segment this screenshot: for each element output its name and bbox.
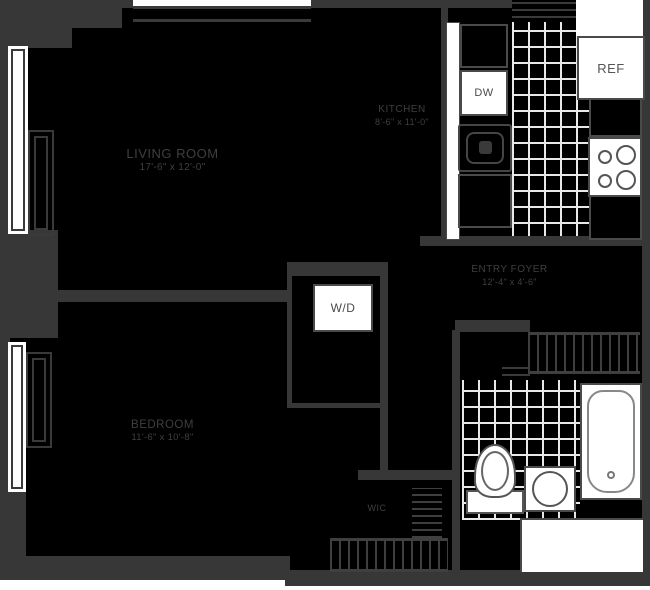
window-living-sill	[28, 130, 54, 236]
window-kitchen-top	[512, 0, 577, 22]
bedroom-dims: 11'-6" x 10'-8"	[131, 432, 194, 444]
bathroom-door-opening	[520, 518, 643, 572]
bathtub	[580, 383, 642, 500]
foyer-label: ENTRY FOYER 12'-4" x 4'-6"	[452, 264, 567, 288]
wall-right	[642, 0, 650, 586]
window-top	[133, 0, 311, 27]
window-bedroom-sill-inner	[32, 358, 46, 442]
bathroom-sink-basin	[532, 471, 568, 507]
entry-closet-shelves	[412, 488, 442, 538]
kitchen-sink	[458, 124, 512, 172]
wic-name: WIC	[367, 503, 387, 513]
wall-living-bedroom	[0, 290, 290, 302]
bedroom-label: BEDROOM 11'-6" x 10'-8"	[105, 418, 220, 444]
bedroom-name: BEDROOM	[131, 419, 194, 431]
toilet	[466, 444, 524, 514]
wall-kitchen-bottom	[420, 236, 643, 246]
wall-bathroom-left	[452, 330, 460, 574]
stove-burner-large-1	[616, 145, 636, 165]
kitchen-faucet-icon	[479, 141, 492, 154]
wall-top-edge	[8, 0, 644, 8]
counter-below-stove	[589, 195, 642, 240]
dishwasher-label: DW	[474, 87, 494, 99]
hall-closet-connector	[502, 366, 530, 378]
wall-corridor-header	[358, 470, 460, 480]
entry-closet-rod	[330, 538, 448, 572]
window-living-outer	[8, 46, 28, 234]
stove-burner-small-2	[598, 174, 612, 188]
wic-label: WIC	[352, 503, 402, 514]
dishwasher: DW	[460, 70, 508, 116]
washer-dryer: W/D	[313, 284, 373, 332]
toilet-bowl-inner	[481, 451, 509, 491]
stove-burner-small-1	[598, 150, 612, 164]
kitchen-cabinet-upper	[460, 24, 508, 68]
window-living-frame	[11, 49, 25, 231]
wd-closet-header	[287, 262, 385, 276]
refrigerator-label: REF	[597, 60, 625, 76]
bathtub-drain-icon	[607, 471, 615, 479]
washer-dryer-label: W/D	[330, 301, 356, 315]
window-bedroom-outer	[8, 342, 26, 492]
window-bedroom-frame	[11, 345, 23, 489]
hall-closet-rod	[528, 332, 640, 374]
wall-bottom-mid	[285, 570, 643, 586]
counter-above-stove	[589, 98, 642, 137]
stove-burner-large-2	[616, 170, 636, 190]
kitchen-name: KITCHEN	[378, 104, 426, 115]
foyer-dims: 12'-4" x 4'-6"	[482, 276, 537, 287]
wall-bedroom-bottom	[8, 556, 290, 580]
living-room-dims: 17'-6" x 12'-0"	[139, 162, 206, 174]
foyer-name: ENTRY FOYER	[471, 264, 548, 275]
living-room-name: LIVING ROOM	[126, 146, 219, 161]
refrigerator: REF	[577, 36, 645, 100]
window-bedroom-sill	[26, 352, 52, 448]
bathroom-sink	[524, 466, 576, 512]
wall-left-mid-block	[0, 230, 58, 338]
living-room-label: LIVING ROOM 17'-6" x 12'-0"	[105, 146, 240, 175]
kitchen-dims: 8'-6" x 11'-0"	[375, 116, 429, 127]
stove	[588, 137, 642, 197]
window-living-sill-inner	[34, 136, 48, 230]
kitchen-label: KITCHEN 8'-6" x 11'-0"	[352, 104, 452, 128]
bathtub-basin	[587, 390, 635, 493]
kitchen-sink-basin	[466, 132, 504, 164]
wall-living-kitchen	[441, 8, 448, 240]
wall-foyer-closet-divider	[455, 320, 530, 332]
wall-top-left-b	[0, 0, 72, 48]
kitchen-cabinet-lower	[458, 174, 512, 228]
exterior-notch-top-right	[576, 0, 643, 36]
